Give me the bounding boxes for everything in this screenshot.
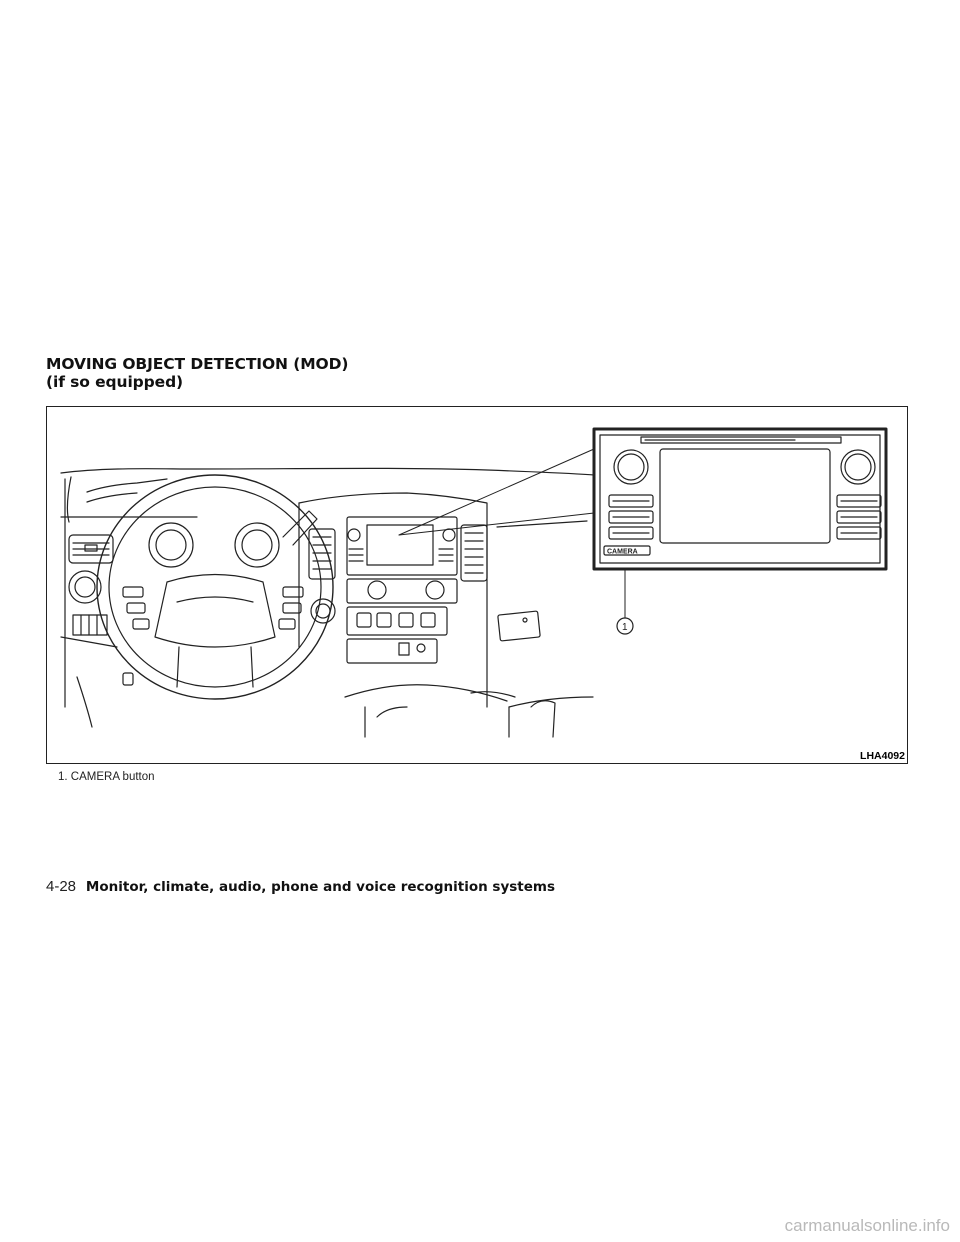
page-number: 4-28 (46, 878, 77, 895)
page-footer: 4-28 Monitor, climate, audio, phone and … (46, 878, 555, 895)
section-title: MOVING OBJECT DETECTION (MOD) (46, 355, 349, 373)
steering-wheel-drawing (96, 474, 334, 700)
watermark: carmanualsonline.info (784, 1216, 950, 1235)
right-dashboard-drawing (496, 520, 594, 738)
section-heading: MOVING OBJECT DETECTION (MOD) (if so equ… (46, 355, 348, 391)
callout-number: 1 (622, 622, 628, 633)
section-subtitle: (if so equipped) (46, 373, 184, 391)
camera-button[interactable] (603, 545, 651, 556)
callout-1: 1 (616, 617, 634, 635)
camera-button-label: CAMERA (607, 549, 638, 556)
center-stack-drawing (298, 492, 516, 738)
audio-unit-inset: CAMERA (592, 427, 888, 571)
figure-caption: 1. CAMERA button (58, 771, 155, 783)
dashboard-drawing (60, 467, 616, 728)
figure-id: LHA4092 (860, 750, 905, 762)
chapter-title: Monitor, climate, audio, phone and voice… (85, 879, 555, 895)
dashboard-illustration: CAMERA 1 LHA4092 (46, 406, 908, 764)
